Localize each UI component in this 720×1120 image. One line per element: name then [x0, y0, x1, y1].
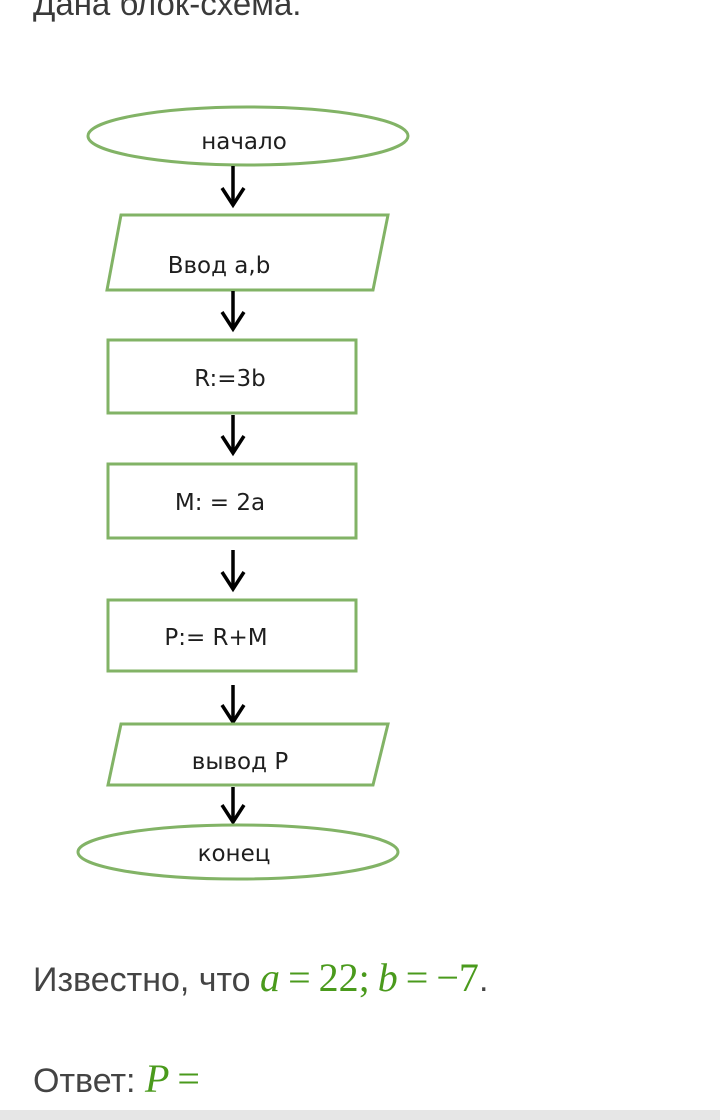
- start-terminator: [86, 105, 410, 167]
- answer-formula[interactable]: P =: [145, 1056, 200, 1101]
- value-b: −7: [436, 955, 479, 1000]
- period: .: [478, 961, 489, 999]
- answer-equals: =: [177, 1056, 200, 1101]
- assign-p-process: [106, 598, 358, 673]
- end-terminator: [76, 823, 400, 881]
- arrow-2: [220, 291, 246, 333]
- answer-prefix: Ответ:: [33, 1062, 136, 1100]
- arrow-1: [220, 166, 246, 209]
- intro-text: Дана блок-схема.: [33, 0, 302, 22]
- flowchart-diagram: начало Ввод a,b R:=3b M: = 2a P:= R+M вы…: [76, 105, 410, 881]
- given-prefix: Известно, что: [33, 961, 251, 999]
- var-p: P: [144, 1056, 170, 1101]
- separator: ;: [358, 955, 370, 1000]
- assign-m-label: M: = 2a: [175, 490, 265, 516]
- var-b: b: [377, 955, 398, 1000]
- assign-r-label: R:=3b: [194, 366, 266, 392]
- input-label: Ввод a,b: [168, 253, 271, 279]
- input-parallelogram: [105, 213, 390, 292]
- assign-p-label: P:= R+M: [164, 625, 267, 651]
- arrow-4: [220, 550, 246, 593]
- var-a: a: [260, 955, 281, 1000]
- arrow-5: [220, 685, 246, 726]
- output-label: вывод P: [192, 749, 289, 775]
- assign-m-process: [106, 462, 358, 540]
- value-a: 22: [318, 955, 359, 1000]
- given-formula: a = 22; b = −7: [260, 955, 479, 1000]
- given-values: Известно, что a = 22; b = −7.: [33, 954, 488, 1001]
- output-parallelogram: [106, 722, 390, 787]
- arrow-3: [220, 415, 246, 457]
- equals-a: =: [288, 955, 311, 1000]
- start-label: начало: [201, 129, 287, 155]
- bottom-divider: [0, 1110, 720, 1120]
- equals-b: =: [405, 955, 429, 1000]
- answer-line: Ответ: P =: [33, 1055, 200, 1102]
- assign-r-process: [106, 338, 358, 415]
- end-label: конец: [198, 841, 271, 867]
- arrow-6: [220, 787, 246, 826]
